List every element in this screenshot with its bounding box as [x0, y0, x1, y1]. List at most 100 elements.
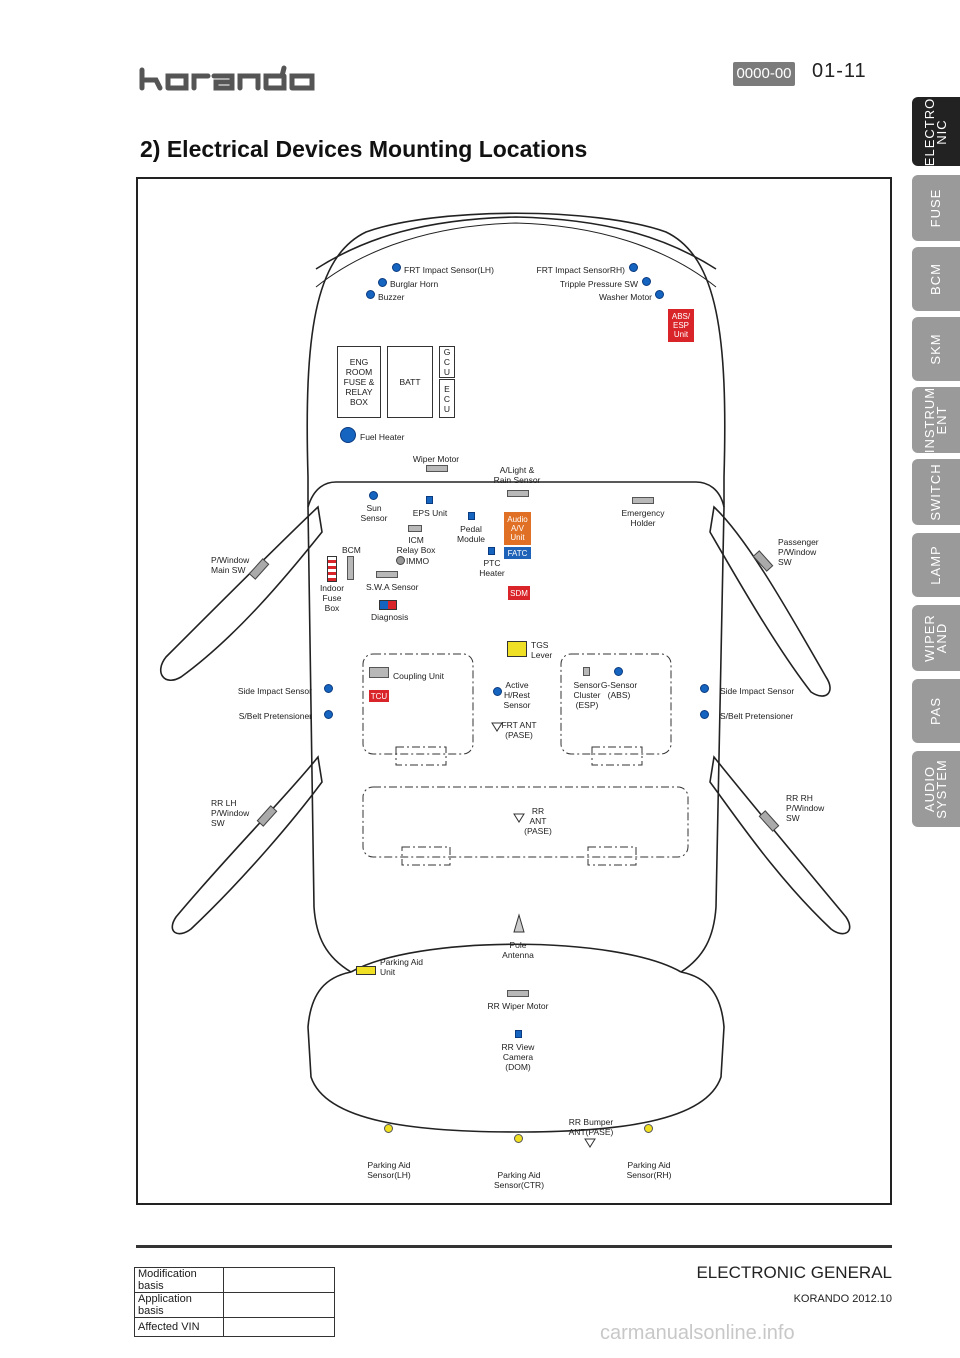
sensor-cluster-marker — [583, 667, 590, 676]
tab-switch[interactable]: SWITCH — [912, 459, 960, 525]
pedal-module-marker — [468, 512, 475, 520]
korando-logo — [139, 65, 315, 91]
tgs-lever-label: TGS Lever — [531, 640, 553, 660]
tab-label: LAMP — [928, 545, 943, 585]
eps-unit-label: EPS Unit — [412, 508, 448, 518]
footer-subtitle: KORANDO 2012.10 — [793, 1293, 892, 1305]
indoor-fuse-box-marker — [327, 556, 337, 582]
footer-title: ELECTRONIC GENERAL — [696, 1263, 892, 1282]
bcm-label: BCM — [342, 545, 361, 555]
buzzer-label: Buzzer — [378, 292, 405, 302]
tab-pas[interactable]: PAS — [912, 679, 960, 743]
parking-aid-unit-marker — [356, 966, 376, 975]
tab-electronic[interactable]: ELECTRO NIC — [912, 97, 960, 166]
table-row: Modification basis — [134, 1267, 335, 1293]
fuel-heater-label: Fuel Heater — [360, 432, 405, 442]
active-h-rest-label: Active H/Rest Sensor — [503, 680, 531, 710]
side-impact-lh-marker — [324, 684, 333, 693]
abs-esp-unit: ABS/ ESP Unit — [668, 309, 694, 342]
tab-label: INSTRUM ENT — [922, 386, 949, 454]
sbelt-lh-label: S/Belt Pretensioner — [238, 711, 312, 721]
rr-rh-pw-label: RR RH P/Window SW — [786, 793, 825, 823]
rr-bumper-ant-label: RR Bumper ANT(PASE) — [568, 1117, 614, 1137]
fatc: FATC — [504, 547, 531, 559]
page-number: 01-11 — [812, 60, 867, 82]
tab-label: WIPER AND — [922, 614, 949, 662]
side-impact-lh-label: Side Impact Sensor — [237, 686, 312, 696]
a-light-label: A/Light & Rain Sensor — [493, 465, 541, 485]
g-sensor-marker — [614, 667, 623, 676]
pw-passenger-label: Passenger P/Window SW — [778, 537, 819, 567]
buzzer-marker — [366, 290, 375, 299]
parking-sensor-rh-label: Parking Aid Sensor(RH) — [626, 1160, 672, 1180]
parking-aid-unit-label: Parking Aid Unit — [380, 957, 423, 977]
tab-audio[interactable]: AUDIO SYSTEM — [912, 751, 960, 827]
rr-view-camera-marker — [515, 1030, 522, 1038]
indoor-fuse-box-label: Indoor Fuse Box — [319, 583, 345, 613]
icm-relay-marker — [408, 525, 422, 532]
row-value — [223, 1267, 335, 1293]
tcu: TCU — [369, 690, 389, 702]
burglar-horn-marker — [378, 278, 387, 287]
bcm-marker — [347, 556, 354, 580]
tab-skm[interactable]: SKM — [912, 317, 960, 381]
g-sensor-label: G-Sensor (ABS) — [600, 680, 638, 700]
diagnosis-label: Diagnosis — [371, 612, 409, 622]
tab-lamp[interactable]: LAMP — [912, 533, 960, 597]
parking-sensor-ctr-label: Parking Aid Sensor(CTR) — [493, 1170, 545, 1190]
wiper-motor-label: Wiper Motor — [412, 454, 460, 464]
frt-impact-rh-marker — [629, 263, 638, 272]
sun-sensor-label: Sun Sensor — [360, 503, 388, 523]
eps-unit-marker — [426, 496, 433, 504]
fuel-heater-marker — [340, 427, 356, 443]
page-title: 2) Electrical Devices Mounting Locations — [140, 136, 588, 162]
side-impact-rh-label: Side Impact Sensor — [720, 686, 795, 696]
ptc-heater-label: PTC Heater — [479, 558, 505, 578]
pole-antenna-label: Pole Antenna — [502, 940, 534, 960]
ecu: E C U — [439, 379, 455, 418]
table-row: Application basis — [134, 1292, 335, 1318]
tab-fuse[interactable]: FUSE — [912, 175, 960, 241]
tab-label: SKM — [928, 333, 943, 365]
frt-impact-lh-marker — [392, 263, 401, 272]
side-impact-rh-marker — [700, 684, 709, 693]
section-code-badge: 0000-00 — [733, 62, 795, 86]
row-value — [223, 1317, 335, 1337]
frt-impact-lh-label: FRT Impact Sensor(LH) — [404, 265, 494, 275]
sbelt-lh-marker — [324, 710, 333, 719]
active-h-rest-marker — [493, 687, 502, 696]
table-row: Affected VIN — [134, 1317, 335, 1337]
rr-wiper-motor-marker — [507, 990, 529, 997]
frt-impact-rh-label: FRT Impact SensorRH) — [536, 265, 626, 275]
immo-label: IMMO — [406, 556, 430, 566]
rr-wiper-motor-label: RR Wiper Motor — [487, 1001, 549, 1011]
tab-label: SWITCH — [928, 463, 943, 521]
swa-sensor-label: S.W.A Sensor — [366, 582, 419, 592]
tab-label: BCM — [928, 263, 943, 295]
frt-ant-label: FRT ANT (PASE) — [501, 720, 537, 740]
tab-instrument[interactable]: INSTRUM ENT — [912, 387, 960, 453]
gcu: G C U — [439, 346, 455, 378]
tab-label: ELECTRO NIC — [922, 97, 949, 166]
swa-sensor-marker — [376, 571, 398, 578]
burglar-horn-label: Burglar Horn — [390, 279, 439, 289]
tab-bcm[interactable]: BCM — [912, 247, 960, 311]
tab-label: PAS — [928, 696, 943, 726]
pedal-module-label: Pedal Module — [457, 524, 485, 544]
emergency-holder-marker — [632, 497, 654, 504]
sensor-cluster-label: Sensor Cluster (ESP) — [573, 680, 601, 710]
tgs-lever-marker — [507, 641, 527, 657]
rr-view-camera-label: RR View Camera (DOM) — [501, 1042, 535, 1072]
revision-table: Modification basis Application basis Aff… — [134, 1267, 335, 1337]
rr-lh-pw-label: RR LH P/Window SW — [211, 798, 250, 828]
parking-sensor-ctr-marker — [514, 1134, 523, 1143]
tab-wiper[interactable]: WIPER AND — [912, 605, 960, 671]
row-label: Modification basis — [134, 1267, 224, 1293]
a-light-marker — [507, 490, 529, 497]
battery: BATT — [387, 346, 433, 418]
coupling-unit-marker — [369, 667, 389, 678]
sbelt-rh-label: S/Belt Pretensioner — [720, 711, 794, 721]
washer-motor-label: Washer Motor — [598, 292, 652, 302]
footer-divider — [136, 1245, 892, 1248]
wiper-motor-marker — [426, 465, 448, 472]
